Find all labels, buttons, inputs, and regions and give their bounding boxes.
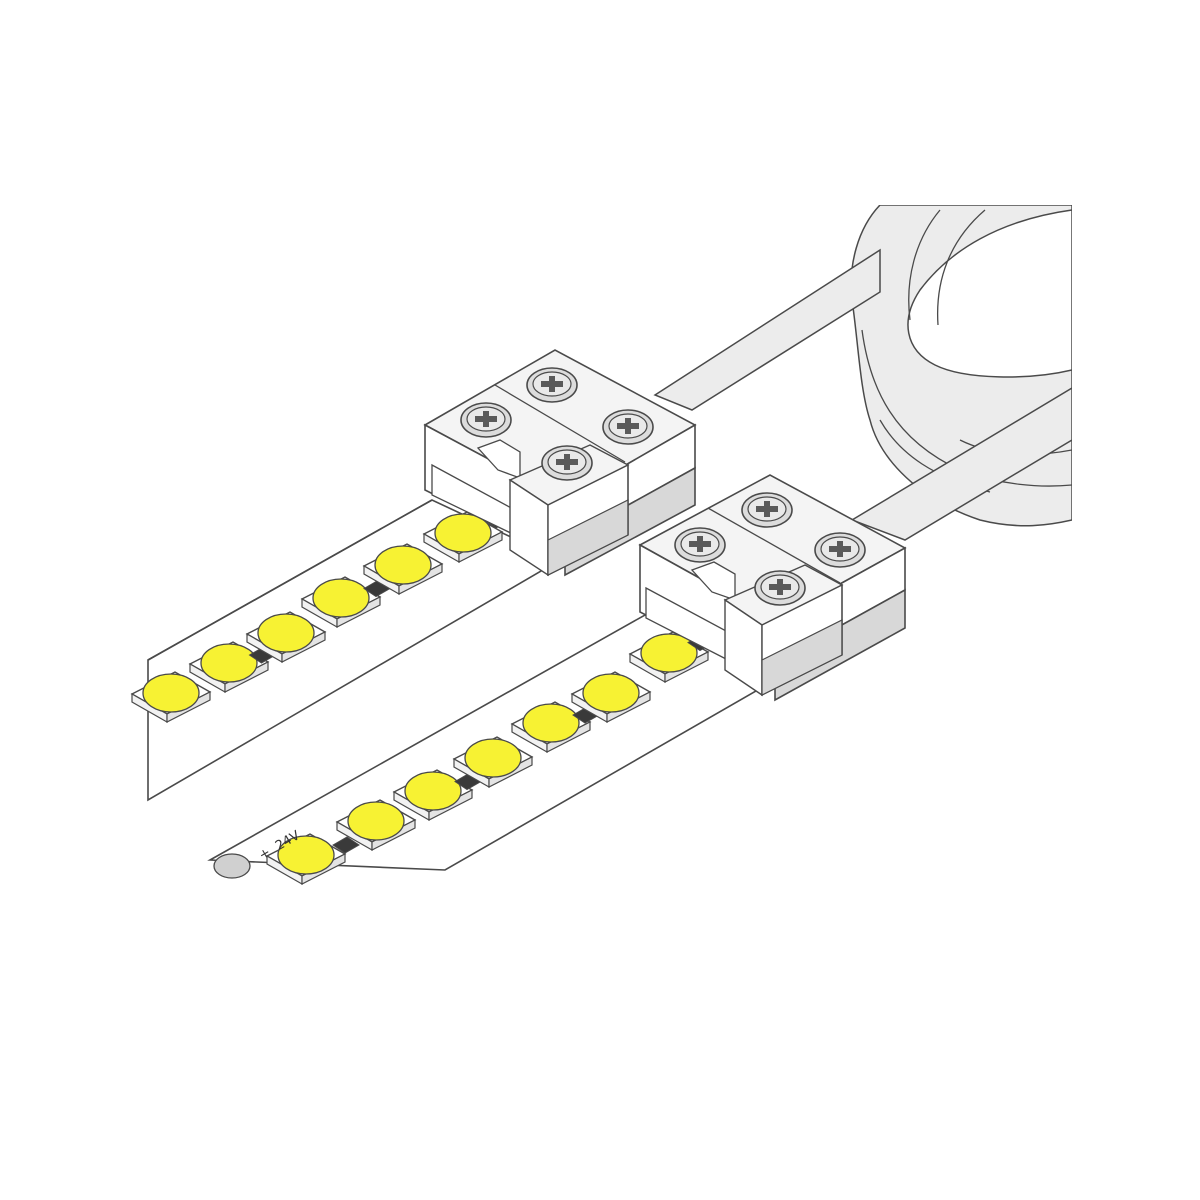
led-chip [265,833,347,886]
led-lens [142,673,200,713]
phillips-screw-icon [741,492,793,528]
phillips-screw-icon [814,532,866,568]
led-lens [200,643,258,683]
led-lens [257,613,315,653]
led-lens [312,578,370,618]
led-chip [422,511,504,564]
led-chip [452,736,534,789]
led-lens [464,738,522,778]
led-chip [188,641,270,694]
led-row-front [265,596,764,886]
led-chip [245,611,327,664]
led-lens [434,513,492,553]
led-lens [404,771,462,811]
led-chip [392,769,474,822]
cable-lead-back [653,248,881,411]
led-lens [582,673,640,713]
led-chip [335,799,417,852]
led-chip [510,701,592,754]
led-chip [362,543,444,596]
phillips-screw-icon [541,445,593,481]
led-row-back [130,471,562,724]
led-chip [300,576,382,629]
led-lens [277,835,335,875]
phillips-screw-icon [460,402,512,438]
led-chip [130,671,212,724]
phillips-screw-icon [602,409,654,445]
connector-front [638,474,907,702]
cable-lead-front [850,387,1072,541]
connector-back [423,349,697,577]
phillips-screw-icon [674,527,726,563]
resistor-chip [332,836,360,854]
led-lens [640,633,698,673]
led-lens [522,703,580,743]
led-chip [570,671,652,724]
phillips-screw-icon [526,367,578,403]
led-lens [374,545,432,585]
phillips-screw-icon [754,570,806,606]
led-lens [347,801,405,841]
